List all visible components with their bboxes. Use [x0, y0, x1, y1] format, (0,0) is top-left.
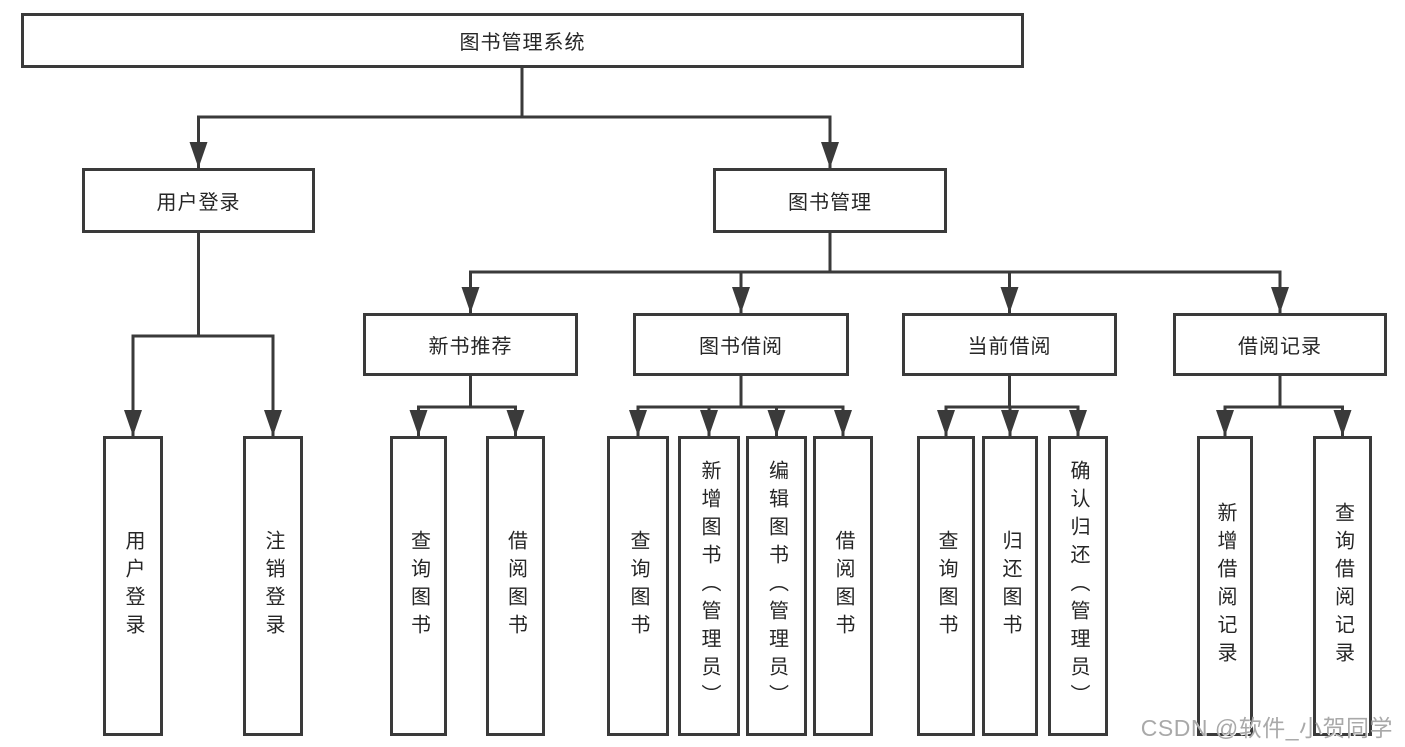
node-label: 查询图书 — [407, 530, 430, 642]
node-label: 归还图书 — [999, 530, 1021, 642]
node-new-book-recommend: 新书推荐 — [363, 313, 578, 376]
node-book-management: 图书管理 — [713, 168, 947, 233]
node-label: 新增图书（管理员） — [698, 460, 720, 712]
node-label: 查询借阅记录 — [1331, 502, 1354, 670]
leaf-confirm-return-admin: 确认归还（管理员） — [1048, 436, 1108, 736]
node-label: 图书管理系统 — [459, 32, 586, 54]
leaf-add-book-admin: 新增图书（管理员） — [678, 436, 740, 736]
node-label: 查询图书 — [627, 530, 649, 642]
node-label: 借阅图书 — [832, 530, 854, 642]
node-label: 新增借阅记录 — [1214, 502, 1236, 670]
leaf-query-books-recommend: 查询图书 — [390, 436, 447, 736]
csdn-watermark: CSDN @软件_小贺同学 — [1140, 715, 1393, 741]
leaf-edit-book-admin: 编辑图书（管理员） — [746, 436, 807, 736]
leaf-return-book: 归还图书 — [982, 436, 1038, 736]
leaf-borrow-books-recommend: 借阅图书 — [486, 436, 545, 736]
leaf-query-books-current: 查询图书 — [917, 436, 975, 736]
node-system-root: 图书管理系统 — [21, 13, 1024, 68]
node-user-login: 用户登录 — [82, 168, 315, 233]
node-label: 新书推荐 — [428, 336, 513, 358]
node-label: 查询图书 — [935, 530, 957, 642]
leaf-query-borrow-record: 查询借阅记录 — [1313, 436, 1372, 736]
node-label: 当前借阅 — [967, 336, 1052, 358]
node-label: 图书管理 — [788, 192, 872, 214]
node-label: 图书借阅 — [699, 336, 783, 358]
leaf-user-login: 用户登录 — [103, 436, 163, 736]
leaf-borrow-books-borrow: 借阅图书 — [813, 436, 873, 736]
node-label: 用户登录 — [156, 192, 241, 214]
leaf-add-borrow-record: 新增借阅记录 — [1197, 436, 1253, 736]
node-label: 借阅图书 — [504, 530, 527, 642]
leaf-query-books-borrow: 查询图书 — [607, 436, 669, 736]
node-borrowing-records: 借阅记录 — [1173, 313, 1387, 376]
node-label: 注销登录 — [262, 530, 284, 642]
node-label: 确认归还（管理员） — [1067, 460, 1089, 712]
leaf-logout: 注销登录 — [243, 436, 303, 736]
node-current-borrowing: 当前借阅 — [902, 313, 1117, 376]
node-book-borrowing: 图书借阅 — [633, 313, 849, 376]
node-label: 编辑图书（管理员） — [765, 460, 788, 712]
node-label: 借阅记录 — [1238, 336, 1322, 358]
node-label: 用户登录 — [122, 530, 144, 642]
